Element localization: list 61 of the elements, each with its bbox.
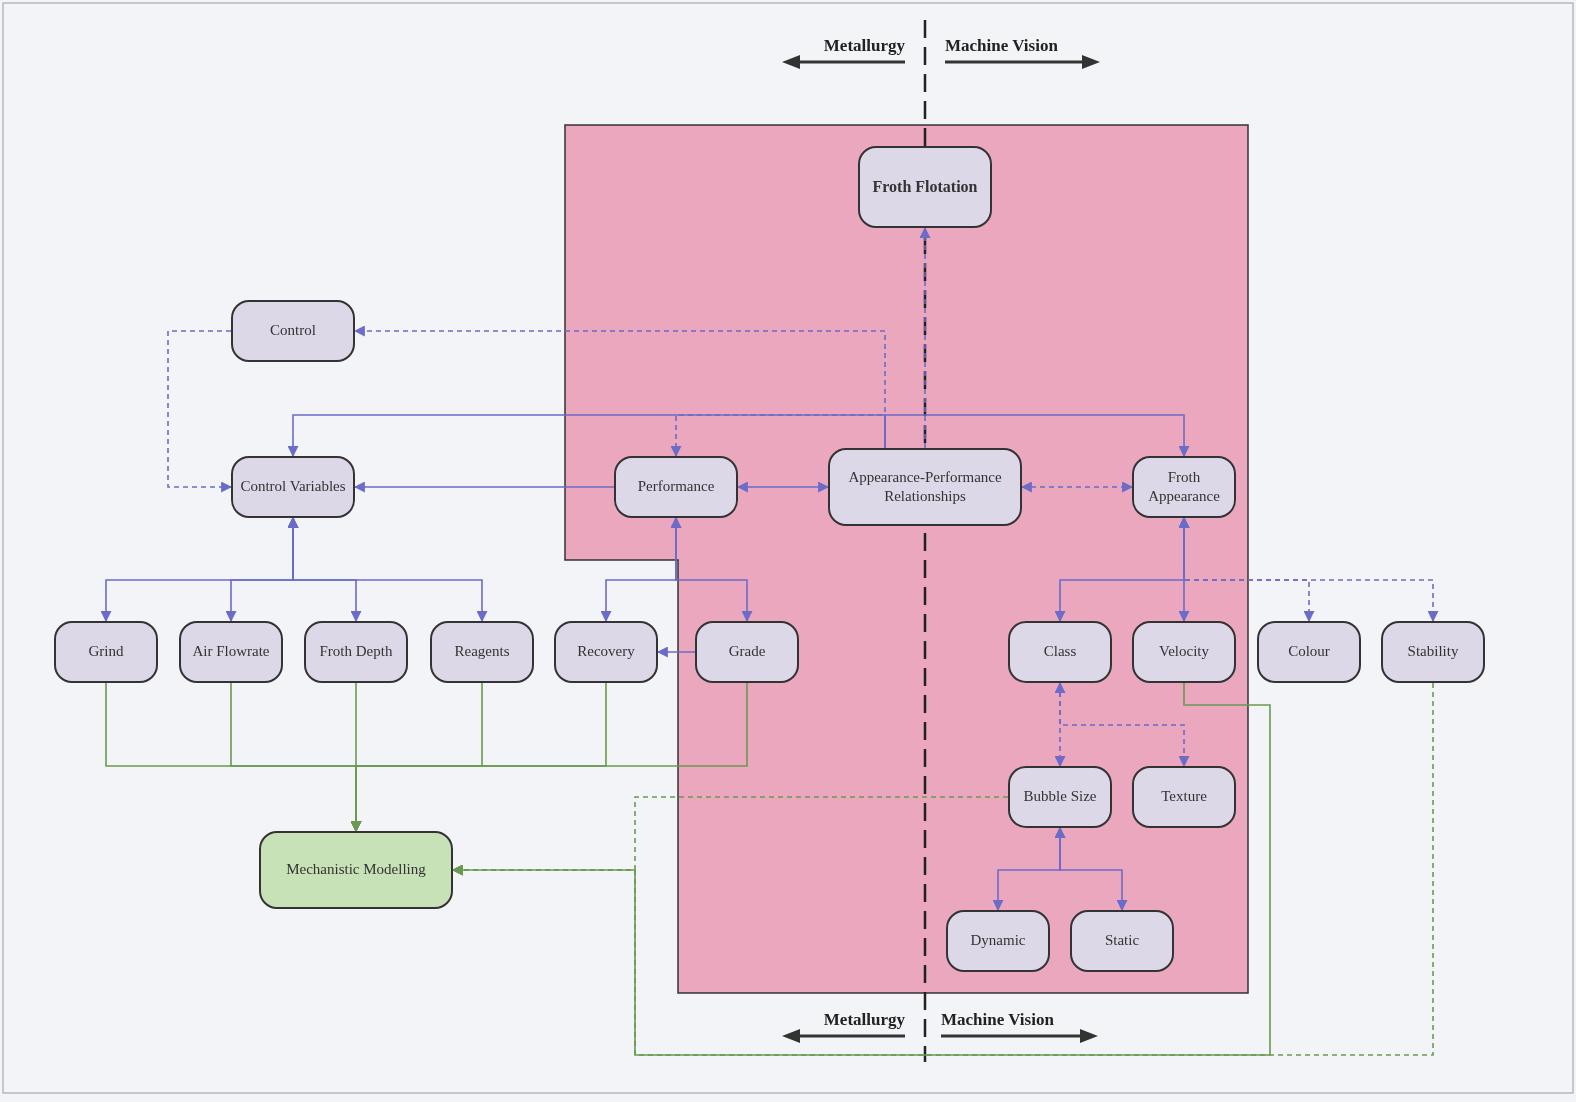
connector-arrow <box>287 414 886 458</box>
box-label: Air Flowrate <box>192 642 270 662</box>
region-label: Machine Vision <box>945 36 1058 56</box>
process-box <box>231 456 355 518</box>
process-box <box>259 831 453 909</box>
process-box <box>304 621 408 683</box>
connector-arrow <box>1059 682 1190 768</box>
box-label: Static <box>1104 931 1140 951</box>
box-label: Recovery <box>577 642 635 662</box>
box-label: Dynamic <box>970 931 1026 951</box>
region-label: Machine Vision <box>941 1010 1054 1030</box>
connector-arrow <box>451 682 1434 1056</box>
box-label: Mechanistic Modelling <box>286 860 426 880</box>
process-box <box>54 621 158 683</box>
box-label: Froth Flotation <box>872 176 978 197</box>
process-box <box>1381 621 1485 683</box>
box-label: Grind <box>88 642 124 662</box>
process-box <box>1257 621 1361 683</box>
process-box <box>1132 621 1236 683</box>
connector-arrow <box>1054 826 1128 912</box>
connector-arrow <box>670 516 753 623</box>
process-box <box>1070 910 1174 972</box>
process-box <box>858 146 992 228</box>
connector-arrow <box>919 226 931 449</box>
process-box <box>946 910 1050 972</box>
connector-arrow <box>350 682 748 833</box>
process-box <box>695 621 799 683</box>
connector-arrow <box>656 646 696 658</box>
connector-arrow <box>1020 481 1134 493</box>
connector-arrow <box>167 330 233 493</box>
connector-arrow <box>353 481 615 493</box>
process-box <box>1132 456 1236 518</box>
box-label: Performance <box>637 477 715 497</box>
box-label: Froth Depth <box>319 642 393 662</box>
region-label: Metallurgy <box>823 36 905 56</box>
box-label: Colour <box>1288 642 1330 662</box>
process-box <box>179 621 283 683</box>
box-label: Reagents <box>454 642 510 662</box>
process-box <box>1132 766 1236 828</box>
process-box <box>1008 766 1112 828</box>
connector-arrow <box>1178 516 1439 623</box>
box-label: Velocity <box>1159 642 1209 662</box>
process-box <box>614 456 738 518</box>
box-label: Stability <box>1407 642 1459 662</box>
box-label: Appearance-Performance Relationships <box>847 467 1003 506</box>
box-label: Class <box>1043 642 1077 662</box>
process-box <box>1008 621 1112 683</box>
region-label: Metallurgy <box>823 1010 905 1030</box>
box-label: Grade <box>728 642 766 662</box>
box-label: Texture <box>1161 787 1207 807</box>
process-box <box>554 621 658 683</box>
connector-arrow <box>736 481 830 493</box>
connector-arrow <box>884 414 1190 458</box>
process-box <box>828 448 1022 526</box>
box-label: Bubble Size <box>1023 787 1097 807</box>
box-label: Froth Appearance <box>1147 467 1221 506</box>
process-box <box>231 300 355 362</box>
box-label: Control <box>270 321 316 341</box>
connector-arrow <box>287 516 488 623</box>
box-label: Control Variables <box>240 477 346 497</box>
process-box <box>430 621 534 683</box>
